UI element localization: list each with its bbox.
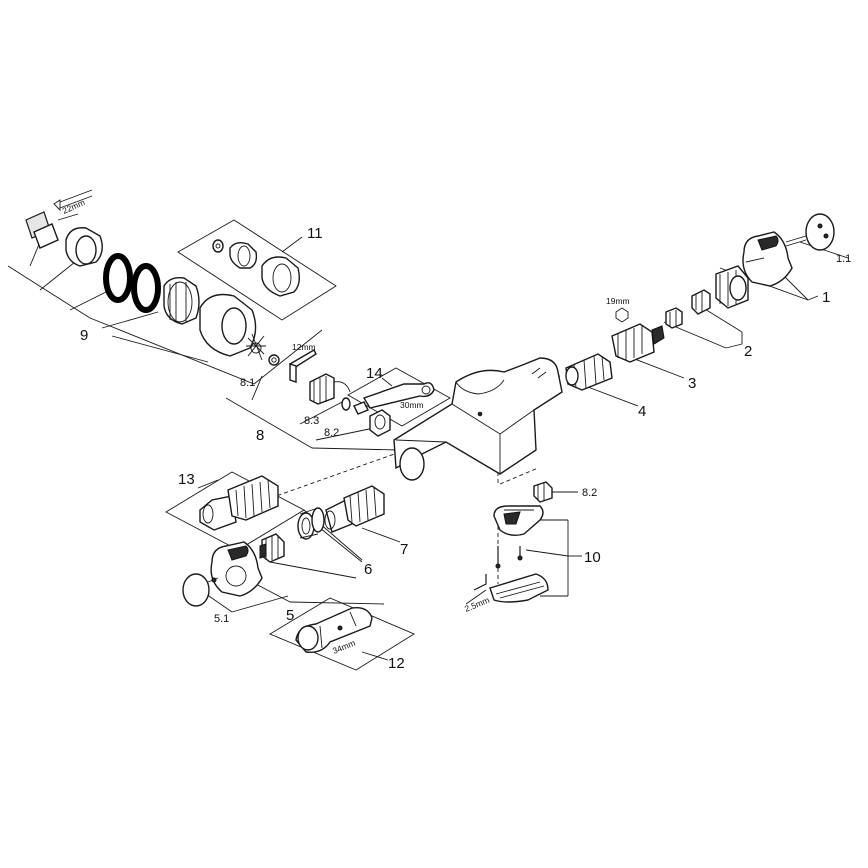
part-8-2-nut bbox=[533, 481, 553, 503]
label-part-7: 7 bbox=[400, 541, 408, 558]
label-part-8-1: 8.1 bbox=[240, 377, 255, 389]
hex-key-2-5mm-icon bbox=[473, 574, 487, 591]
part-1-1-cap bbox=[785, 213, 835, 251]
o-ring-large-2 bbox=[131, 263, 161, 313]
label-part-8: 8 bbox=[256, 427, 264, 444]
label-part-8-3: 8.3 bbox=[304, 415, 319, 427]
label-part-9: 9 bbox=[80, 327, 88, 344]
part-7-thermo-cartridge bbox=[324, 485, 385, 533]
part-9-assembly bbox=[25, 211, 257, 357]
part-10-spout bbox=[489, 505, 549, 603]
label-part-1: 1 bbox=[822, 289, 830, 306]
dim-30mm: 30mm bbox=[400, 400, 424, 410]
part-2-cartridge-nut bbox=[665, 265, 749, 329]
part-6-ring bbox=[297, 507, 325, 540]
label-part-6: 6 bbox=[364, 561, 372, 578]
callout-box-11 bbox=[177, 219, 337, 321]
label-part-4: 4 bbox=[638, 403, 646, 420]
label-part-8-2-right: 8.2 bbox=[582, 487, 597, 499]
mixer-body bbox=[393, 357, 563, 481]
label-part-5: 5 bbox=[286, 607, 294, 624]
part-5-1-cap bbox=[182, 573, 219, 607]
part-8-assembly bbox=[309, 373, 391, 437]
label-part-8-2: 8.2 bbox=[324, 427, 339, 439]
callout-box-12 bbox=[269, 597, 415, 671]
part-14-wrench bbox=[362, 382, 435, 409]
part-11 bbox=[212, 239, 301, 297]
hex-key-12mm-icon bbox=[288, 349, 317, 383]
hex-19mm-icon bbox=[615, 307, 629, 323]
part-12-socket bbox=[295, 607, 373, 653]
part-4-seat bbox=[565, 353, 613, 391]
label-part-3: 3 bbox=[688, 375, 696, 392]
dim-2-5mm: 2.5mm bbox=[463, 595, 491, 614]
part-1-handle bbox=[742, 231, 793, 287]
label-part-14: 14 bbox=[366, 365, 383, 382]
part-8-1-clip bbox=[246, 333, 280, 366]
wrench-22mm-icon bbox=[53, 189, 93, 212]
label-part-13: 13 bbox=[178, 471, 195, 488]
part-3-cartridge bbox=[611, 307, 665, 363]
label-part-12: 12 bbox=[388, 655, 405, 672]
label-part-2: 2 bbox=[744, 343, 752, 360]
part-13-cartridge bbox=[199, 475, 279, 531]
o-ring-large bbox=[103, 253, 133, 303]
part-5-handle bbox=[210, 533, 285, 597]
label-part-10: 10 bbox=[584, 549, 601, 566]
label-part-1-1: 1.1 bbox=[836, 253, 851, 265]
dim-12mm: 12mm bbox=[292, 342, 316, 352]
dim-19mm: 19mm bbox=[606, 296, 630, 306]
part-number-labels: 11 1 1.1 2 3 4 9 8.1 14 8 8.3 8.2 13 8.2… bbox=[80, 225, 851, 672]
label-part-5-1: 5.1 bbox=[214, 613, 229, 625]
leader-lines bbox=[7, 236, 849, 661]
label-part-11: 11 bbox=[307, 225, 323, 242]
